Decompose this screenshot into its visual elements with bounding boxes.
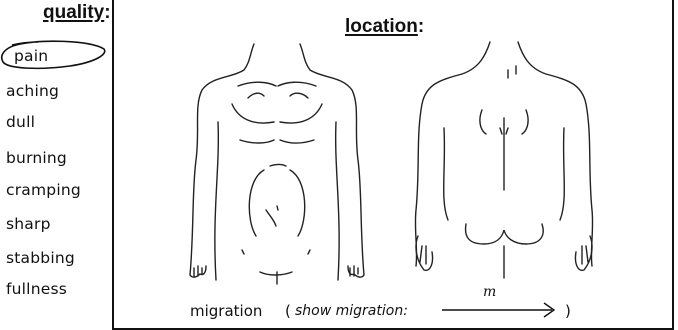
quality-column: quality: pain aching dull burning crampi… [0,0,112,330]
quality-item-fullness[interactable]: fullness [6,280,67,298]
front-body-outline [182,40,372,288]
quality-item-aching[interactable]: aching [6,82,59,100]
quality-item-sharp[interactable]: sharp [6,215,51,233]
quality-item-cramping[interactable]: cramping [6,181,81,199]
location-panel: location: [112,0,674,330]
quality-heading-text: quality [43,2,104,23]
migration-row: migration ( show migration: m ) [190,302,262,320]
location-heading-colon: : [418,16,424,37]
quality-item-stabbing[interactable]: stabbing [6,249,75,267]
quality-heading-colon: : [104,2,110,23]
migration-label: migration [190,302,262,320]
migration-open-paren: ( [285,302,291,320]
back-body-outline [404,40,604,280]
location-heading: location: [345,16,424,38]
back-body-diagram[interactable] [404,40,604,280]
quality-heading: quality: [43,2,111,24]
quality-item-pain[interactable]: pain [14,47,48,65]
migration-arrow-icon [440,290,560,320]
front-body-diagram[interactable] [182,40,372,288]
migration-instruction: show migration: [295,303,408,319]
quality-item-burning[interactable]: burning [6,149,67,167]
quality-item-dull[interactable]: dull [6,113,35,131]
location-heading-text: location [345,16,418,37]
migration-close-paren: ) [565,302,571,320]
